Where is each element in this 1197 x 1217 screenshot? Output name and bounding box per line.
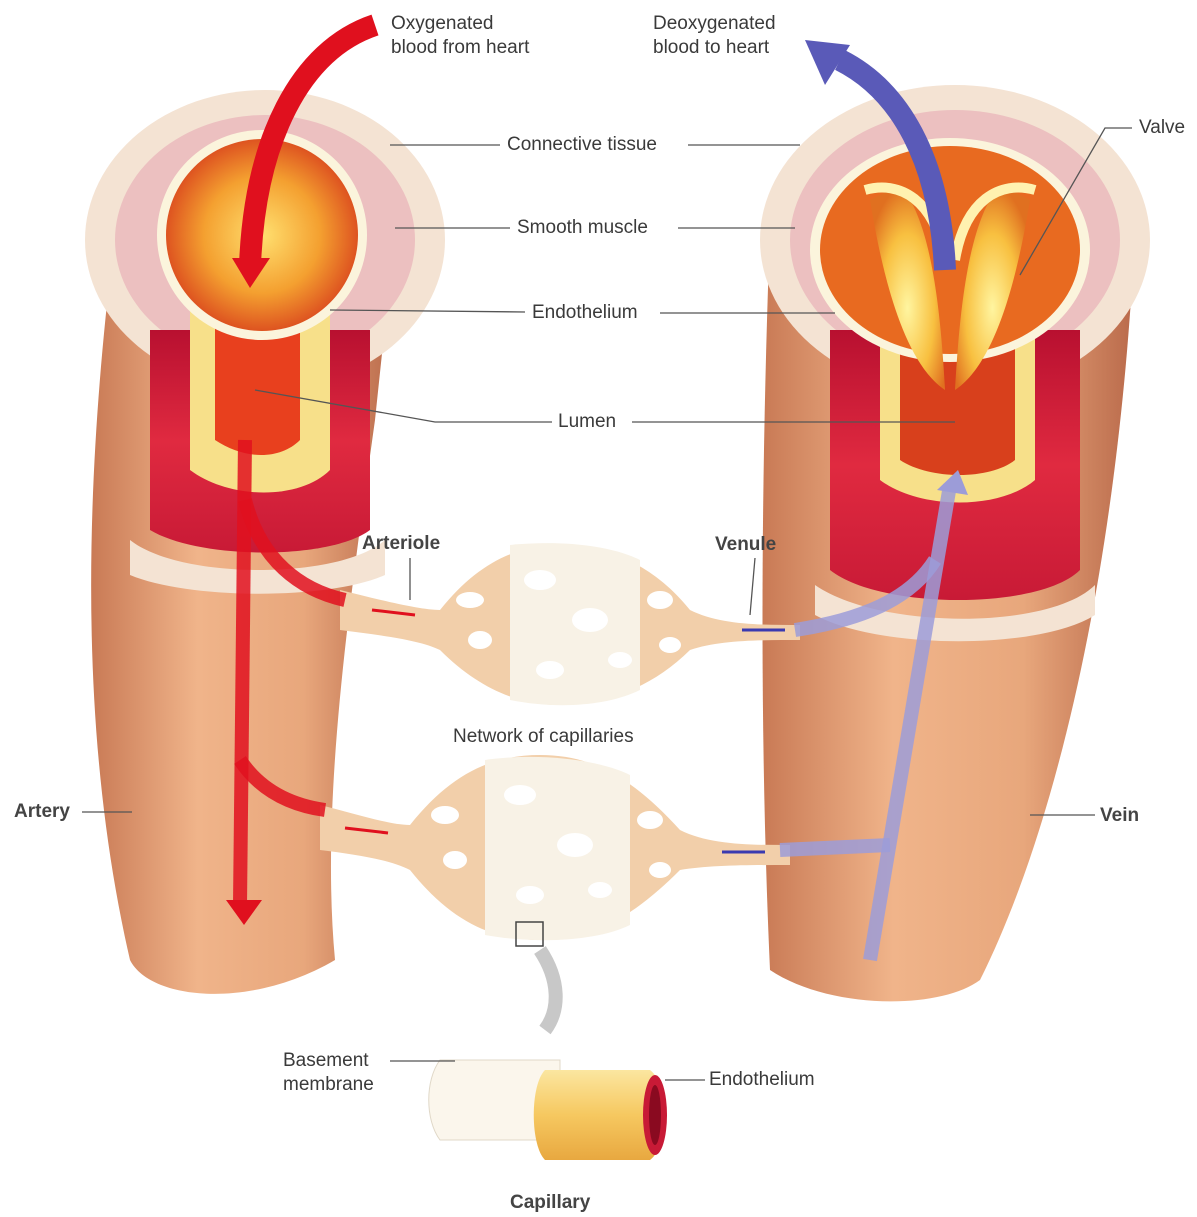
- zoom-arrow: [540, 950, 556, 1030]
- oxygenated-label: Oxygenated blood from heart: [391, 12, 529, 60]
- artery-label: Artery: [14, 800, 70, 824]
- capillary-endothelium-label: Endothelium: [709, 1068, 815, 1092]
- venule-label: Venule: [715, 533, 776, 557]
- deoxygenated-label: Deoxygenated blood to heart: [653, 12, 776, 60]
- capillary-detail: [429, 1060, 667, 1160]
- capillary-label: Capillary: [510, 1191, 590, 1215]
- endothelium-label: Endothelium: [532, 301, 638, 325]
- lumen-label: Lumen: [558, 410, 616, 434]
- network-of-capillaries-label: Network of capillaries: [453, 725, 634, 749]
- arteriole-label: Arteriole: [362, 532, 440, 556]
- capillary-network-lower: [320, 755, 790, 946]
- connective-tissue-label: Connective tissue: [507, 133, 657, 157]
- vein-label: Vein: [1100, 804, 1139, 828]
- capillary-network-upper: [340, 543, 800, 705]
- smooth-muscle-label: Smooth muscle: [517, 216, 648, 240]
- basement-membrane-label: Basement membrane: [283, 1049, 374, 1097]
- valve-label: Valve: [1139, 116, 1185, 140]
- vein-vessel: [760, 85, 1150, 1001]
